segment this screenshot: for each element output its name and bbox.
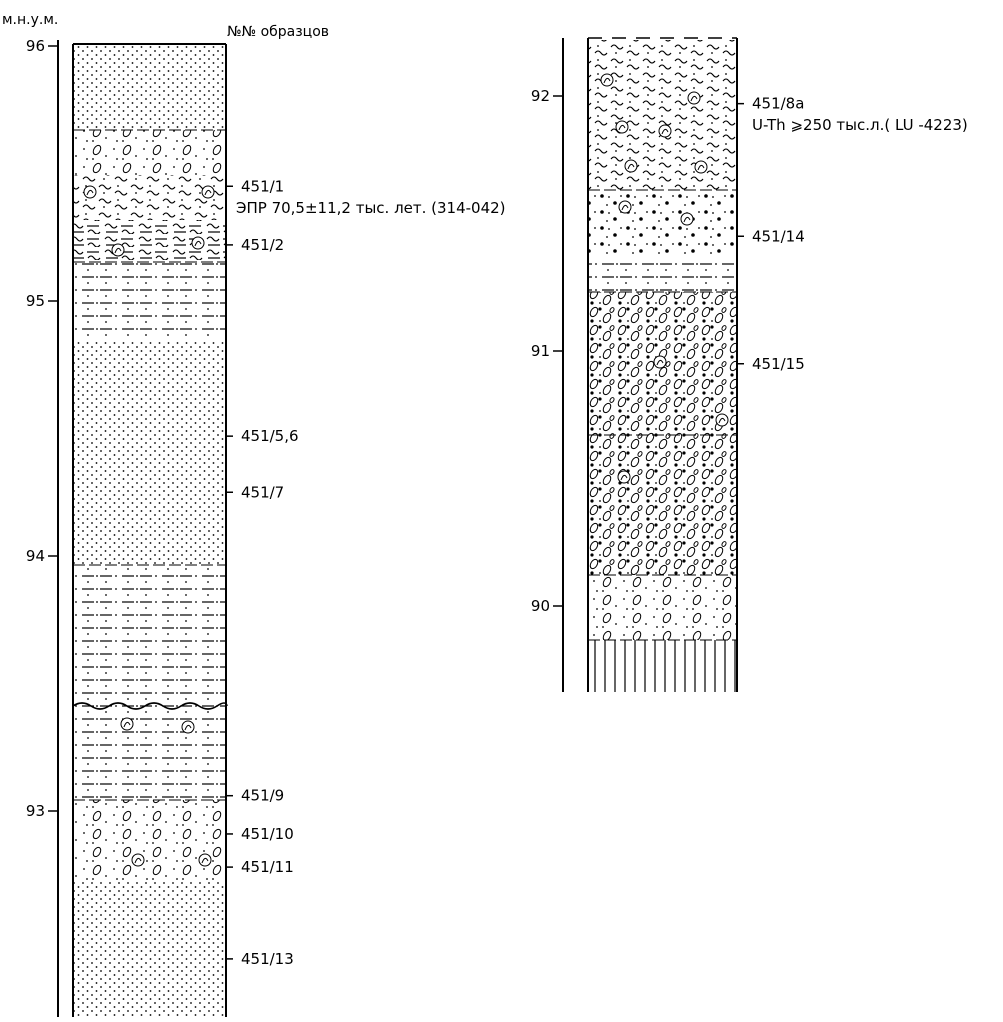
samples-column-title: №№ образцов	[227, 24, 329, 40]
lithology-layer	[588, 495, 737, 575]
sample-label: 451/15	[752, 355, 805, 373]
sample-label: 451/2	[241, 236, 284, 254]
shell-icon	[695, 161, 707, 173]
sample-label: 451/11	[241, 858, 294, 876]
lithology-layer	[73, 460, 226, 565]
depth-tick-label: 94	[26, 547, 45, 565]
lithology-layer	[588, 258, 737, 292]
lithology-layer	[73, 262, 226, 340]
lithology-layer	[73, 565, 226, 605]
lithology-layer	[588, 575, 737, 640]
sample-label: 451/9	[241, 787, 284, 805]
shell-icon	[199, 854, 211, 866]
shell-icon	[202, 186, 214, 198]
lithology-layer	[73, 175, 226, 220]
lithology-layer	[588, 40, 737, 190]
shell-icon	[688, 92, 700, 104]
shell-icon	[616, 121, 628, 133]
depth-tick-label: 90	[531, 597, 550, 615]
shell-icon	[654, 356, 666, 368]
left-column-layers	[73, 44, 226, 1017]
right-depth-ticks: 92 91 90	[531, 87, 563, 615]
epr-dating-note: ЭПР 70,5±11,2 тыс. лет. (314-042)	[236, 199, 506, 217]
depth-tick-label: 93	[26, 802, 45, 820]
right-sample-labels: 451/8a 451/14 451/15	[737, 95, 805, 373]
shell-icon	[182, 721, 194, 733]
shell-icon	[659, 125, 671, 137]
lithology-layer	[588, 640, 737, 692]
left-depth-ticks: 96 95 94 93	[26, 37, 58, 820]
depth-tick-label: 92	[531, 87, 550, 105]
shell-icon	[618, 471, 630, 483]
depth-tick-label: 96	[26, 37, 45, 55]
shell-icon	[192, 237, 204, 249]
shell-icon	[84, 186, 96, 198]
shell-icon	[132, 854, 144, 866]
lithology-layer	[73, 880, 226, 1017]
shell-icon	[601, 74, 613, 86]
lithology-layer	[73, 340, 226, 460]
shell-icon	[121, 718, 133, 730]
shell-icon	[619, 201, 631, 213]
lithology-layer	[588, 435, 737, 495]
depth-tick-label: 91	[531, 342, 550, 360]
depth-unit-label: м.н.у.м.	[2, 12, 58, 28]
shell-icon	[625, 160, 637, 172]
lithology-layer	[588, 190, 737, 258]
sample-label: 451/14	[752, 227, 805, 245]
depth-tick-label: 95	[26, 292, 45, 310]
sample-label: 451/10	[241, 825, 294, 843]
lithology-layer	[73, 800, 226, 880]
lithology-layer	[73, 605, 226, 706]
uth-dating-note: U-Th ⩾250 тыс.л.( LU -4223)	[752, 116, 968, 134]
sample-label: 451/8a	[752, 95, 804, 113]
right-column-layers	[588, 40, 737, 692]
sample-label: 451/7	[241, 483, 284, 501]
lithology-layer	[73, 130, 226, 175]
shell-icon	[681, 213, 693, 225]
lithology-layer	[73, 706, 226, 800]
sample-label: 451/1	[241, 177, 284, 195]
lithology-layer	[73, 44, 226, 130]
left-sample-labels: 451/1 451/2 451/5,6 451/7 451/9 451/10 451/11 4…	[226, 177, 299, 968]
shell-icon	[112, 244, 124, 256]
sample-label: 451/13	[241, 950, 294, 968]
sample-label: 451/5,6	[241, 427, 299, 445]
shell-icon	[716, 414, 728, 426]
